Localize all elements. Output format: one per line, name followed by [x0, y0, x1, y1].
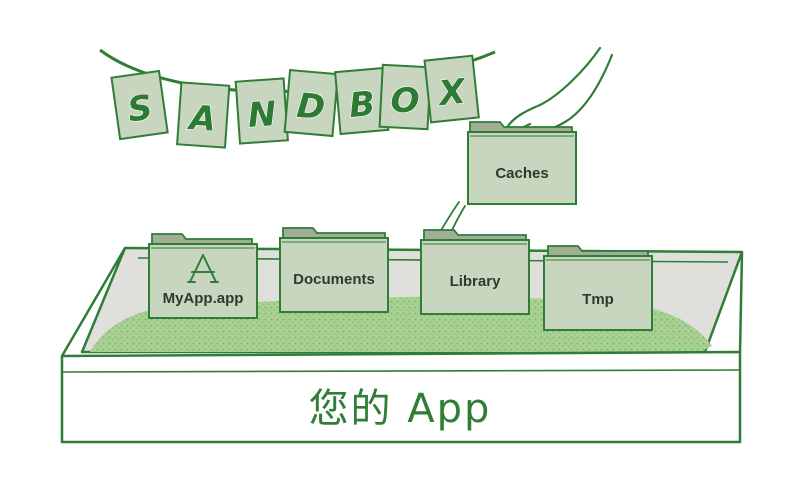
banner-flag-s: S: [110, 69, 169, 141]
hand: [506, 46, 614, 134]
folder-myapp[interactable]: MyApp.app: [148, 233, 258, 319]
banner-flag-n: N: [234, 77, 289, 145]
folder-label-tmp: Tmp: [582, 291, 614, 308]
banner-letter: X: [435, 72, 469, 115]
folder-label-caches: Caches: [495, 165, 548, 182]
banner-letter: N: [246, 94, 277, 136]
folder-documents[interactable]: Documents: [279, 227, 389, 313]
folder-label-library: Library: [450, 273, 502, 290]
banner-flag-b: B: [334, 66, 390, 136]
tray-front: [60, 350, 742, 444]
banner-flag-x: X: [423, 54, 480, 124]
banner-flag-o: O: [378, 63, 432, 131]
banner-letter: D: [295, 86, 327, 128]
folder-caches[interactable]: Caches: [467, 121, 577, 205]
banner-flag-d: D: [283, 68, 339, 138]
app-store-icon: [187, 254, 219, 283]
folder-label-documents: Documents: [293, 271, 375, 288]
banner-flag-a: A: [176, 81, 231, 149]
banner-letter: O: [389, 80, 420, 121]
banner-letter: S: [125, 87, 155, 130]
folder-tmp[interactable]: Tmp: [543, 245, 653, 331]
folder-library[interactable]: Library: [420, 229, 530, 315]
banner-letter: B: [347, 84, 376, 126]
tray-caption: 您的 App: [309, 386, 492, 432]
folder-label-myapp: MyApp.app: [163, 290, 244, 307]
banner-letter: A: [185, 98, 217, 140]
motion-lines: [439, 201, 466, 233]
sandbox-banner: S A N D B O X: [110, 54, 480, 149]
